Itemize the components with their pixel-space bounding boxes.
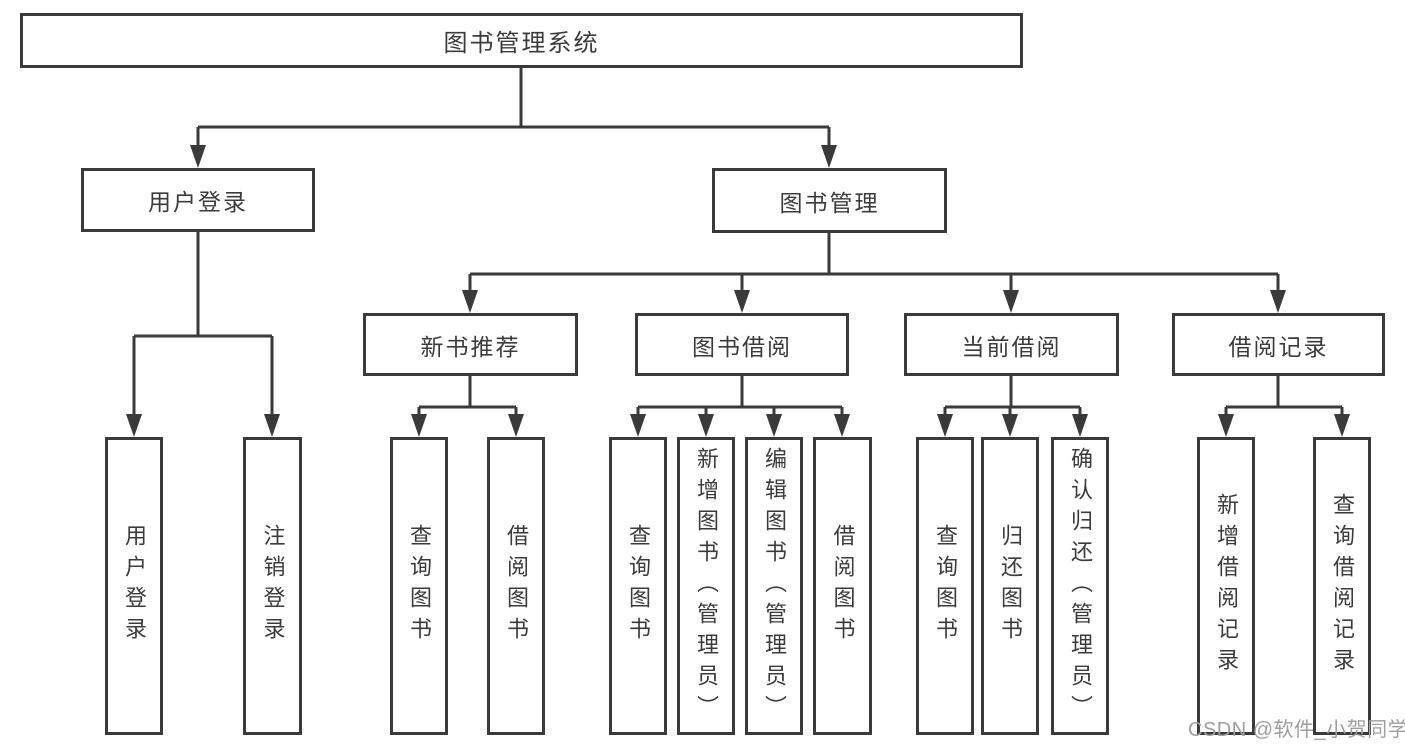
node-label: 注销登录 [260, 524, 286, 648]
node-label: 归还图书 [998, 524, 1023, 648]
leaf-logout: 注销登录 [243, 437, 302, 735]
node-label: 借阅记录 [1228, 333, 1329, 360]
leaf-borrow-books-recommend: 借阅图书 [487, 437, 545, 735]
connector-book-borrow-children [630, 375, 850, 437]
connector-user-login-children [126, 232, 280, 437]
node-library-system: 图书管理系统 [20, 13, 1023, 68]
node-borrow-records: 借阅记录 [1172, 313, 1385, 376]
leaf-add-books-admin: 新增图书（管理员） [677, 437, 735, 735]
csdn-watermark: CSDN @软件_小贺同学 [1188, 719, 1405, 741]
node-label: 借阅图书 [504, 524, 529, 648]
node-label: 图书管理系统 [443, 30, 600, 57]
leaf-query-books-current: 查询图书 [916, 437, 974, 735]
connector-new-book-children [411, 375, 524, 437]
leaf-query-books-recommend: 查询图书 [390, 437, 448, 735]
leaf-edit-books-admin: 编辑图书（管理员） [745, 437, 803, 735]
leaf-query-books-borrow: 查询图书 [609, 437, 667, 735]
node-label: 查询图书 [933, 524, 958, 648]
node-book-borrow: 图书借阅 [635, 313, 849, 376]
connector-borrow-records-children [1218, 375, 1350, 437]
node-label: 查询图书 [626, 524, 651, 648]
node-label: 图书管理 [779, 189, 880, 216]
node-user-login: 用户登录 [81, 168, 315, 232]
leaf-borrow-books: 借阅图书 [813, 437, 872, 735]
leaf-confirm-return-admin: 确认归还（管理员） [1051, 437, 1109, 735]
node-label: 当前借阅 [961, 333, 1062, 360]
connector-current-borrow-children [937, 375, 1088, 437]
node-label: 新书推荐 [420, 333, 521, 360]
node-label: 图书借阅 [692, 333, 792, 360]
node-book-management: 图书管理 [712, 168, 947, 233]
node-label: 编辑图书（管理员） [762, 446, 787, 726]
leaf-query-borrow-record: 查询借阅记录 [1313, 437, 1371, 735]
connector-root-to-level2 [190, 68, 837, 168]
node-label: 确认归还（管理员） [1068, 446, 1093, 726]
node-label: 用户登录 [148, 189, 248, 215]
leaf-add-borrow-record: 新增借阅记录 [1197, 437, 1255, 735]
node-label: 查询图书 [407, 524, 432, 648]
node-label: 新增图书（管理员） [694, 446, 719, 726]
node-label: 查询借阅记录 [1330, 493, 1355, 679]
leaf-return-books: 归还图书 [981, 437, 1039, 735]
connector-book-management-to-level3 [462, 233, 1286, 313]
node-label: 用户登录 [122, 524, 147, 648]
node-label: 新增借阅记录 [1214, 493, 1239, 679]
leaf-user-login: 用户登录 [105, 437, 163, 735]
node-new-book-recommend: 新书推荐 [363, 313, 578, 376]
node-label: 借阅图书 [830, 524, 856, 648]
node-current-borrow: 当前借阅 [904, 313, 1119, 376]
